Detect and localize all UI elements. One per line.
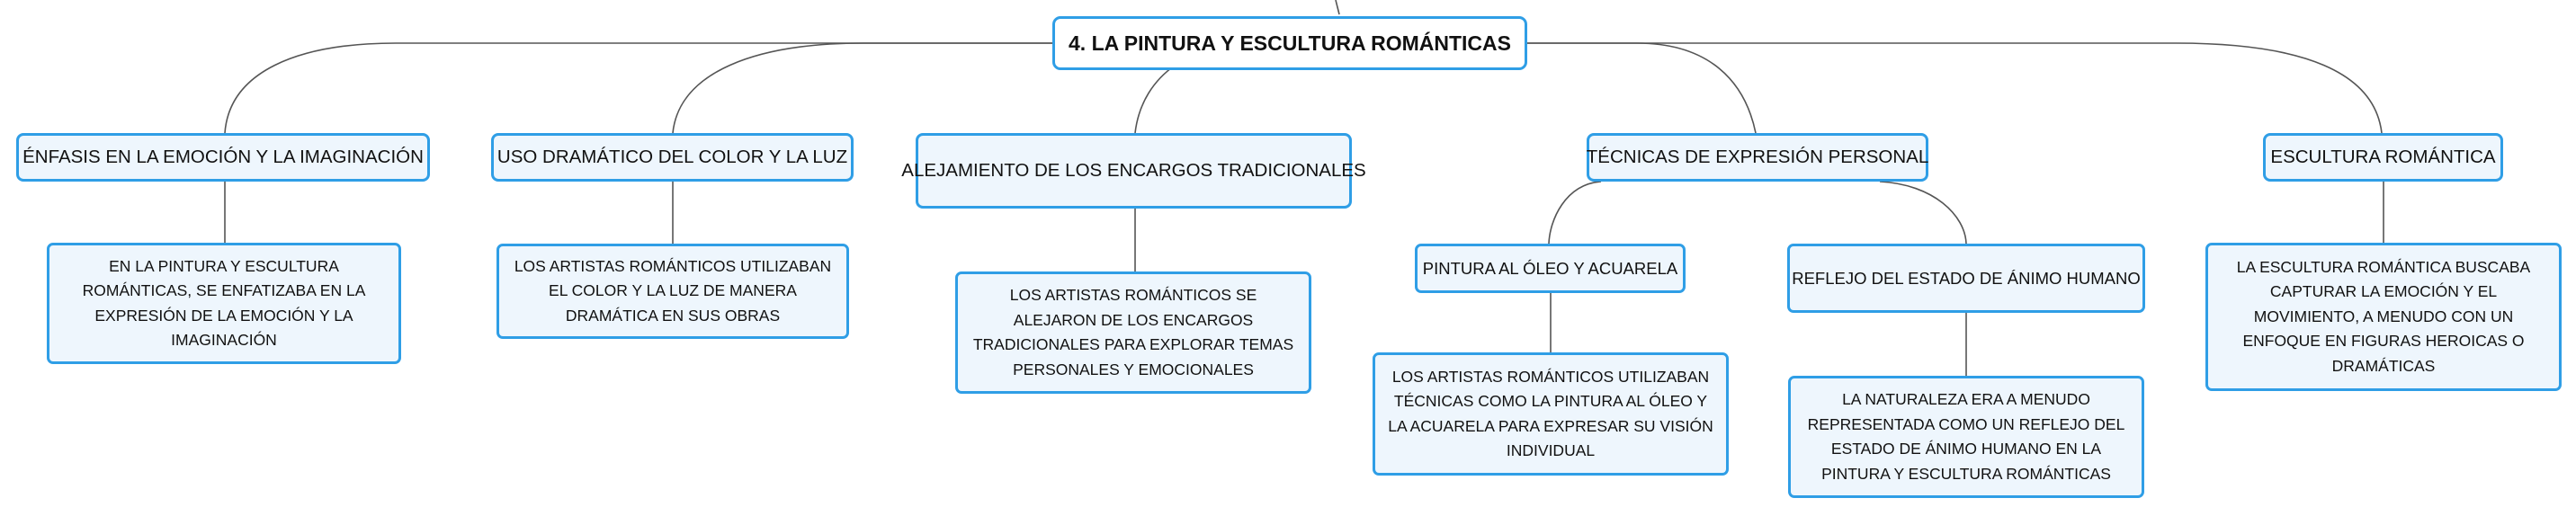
branch-emotion-imagination[interactable]: ÉNFASIS EN LA EMOCIÓN Y LA IMAGINACIÓN bbox=[16, 133, 430, 182]
connector-root-branch-5 bbox=[1527, 42, 2383, 134]
connector-root-branch-4 bbox=[1527, 42, 1757, 134]
branch-traditional-commissions[interactable]: ALEJAMIENTO DE LOS ENCARGOS TRADICIONALE… bbox=[901, 133, 1366, 209]
connector-branch-4-sub-2 bbox=[1879, 181, 1967, 245]
detail-color-light[interactable]: LOS ARTISTAS ROMÁNTICOS UTILIZABAN EL CO… bbox=[496, 244, 849, 339]
detail-oil-watercolor[interactable]: LOS ARTISTAS ROMÁNTICOS UTILIZABAN TÉCNI… bbox=[1373, 352, 1729, 476]
branch-personal-expression[interactable]: TÉCNICAS DE EXPRESIÓN PERSONAL bbox=[1587, 133, 1928, 182]
detail-traditional-commissions[interactable]: LOS ARTISTAS ROMÁNTICOS SE ALEJARON DE L… bbox=[955, 271, 1311, 394]
sub-branch-human-mood[interactable]: REFLEJO DEL ESTADO DE ÁNIMO HUMANO bbox=[1787, 244, 2145, 313]
connector-branch-4-sub-1 bbox=[1548, 181, 1602, 245]
detail-romantic-sculpture[interactable]: LA ESCULTURA ROMÁNTICA BUSCABA CAPTURAR … bbox=[2205, 243, 2562, 391]
sub-branch-oil-watercolor[interactable]: PINTURA AL ÓLEO Y ACUARELA bbox=[1415, 244, 1686, 293]
branch-romantic-sculpture[interactable]: ESCULTURA ROMÁNTICA bbox=[2263, 133, 2503, 182]
connector-root-branch-1 bbox=[224, 42, 1052, 134]
connector-root-branch-2 bbox=[672, 42, 1052, 134]
branch-color-light[interactable]: USO DRAMÁTICO DEL COLOR Y LA LUZ bbox=[491, 133, 854, 182]
detail-emotion-imagination[interactable]: EN LA PINTURA Y ESCULTURA ROMÁNTICAS, SE… bbox=[47, 243, 401, 364]
connector-root-top bbox=[1335, 0, 1340, 15]
root-topic[interactable]: 4. LA PINTURA Y ESCULTURA ROMÁNTICAS bbox=[1052, 16, 1527, 70]
detail-human-mood[interactable]: LA NATURALEZA ERA A MENUDO REPRESENTADA … bbox=[1788, 376, 2144, 498]
